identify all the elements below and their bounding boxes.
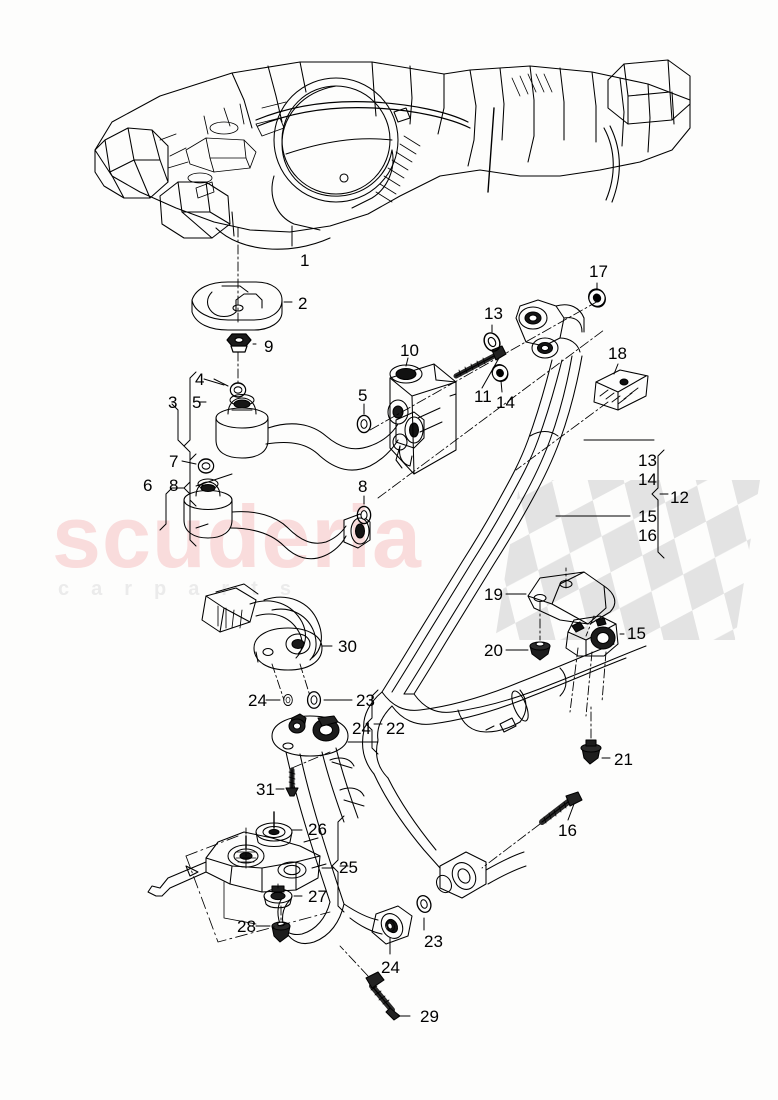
part-15-pipe-clamp <box>565 615 619 657</box>
callout-26: 26 <box>308 820 327 839</box>
callout-14: 14 <box>496 393 515 412</box>
callout-13-left: 13 <box>484 304 503 323</box>
callout-29: 29 <box>420 1007 439 1026</box>
callout-8-right: 8 <box>358 477 368 496</box>
part-1-hvac-housing <box>94 59 691 250</box>
callout-1: 1 <box>300 251 310 270</box>
callout-25: 25 <box>339 858 358 877</box>
part-30-connector-head <box>201 583 323 671</box>
callout-14-group: 14 <box>638 470 657 489</box>
callout-2: 2 <box>298 294 308 313</box>
axis-line-valve <box>369 299 605 499</box>
callout-30: 30 <box>338 637 357 656</box>
part-16-long-screw <box>539 791 583 825</box>
part-2-retaining-clamp <box>191 281 283 331</box>
callout-15-clamp: 15 <box>627 624 646 643</box>
callout-15-group: 15 <box>638 507 657 526</box>
callout-31: 31 <box>256 780 275 799</box>
callout-24-group: 24 <box>352 719 371 738</box>
part-23-seal-bottom <box>414 893 434 915</box>
bracket-12 <box>651 449 665 559</box>
callout-18: 18 <box>608 344 627 363</box>
callout-9: 9 <box>264 337 274 356</box>
part-7-o-ring <box>197 458 215 474</box>
callout-28: 28 <box>237 917 256 936</box>
part-14-washer <box>488 361 512 385</box>
callout-4: 4 <box>195 370 205 389</box>
part-26-grommet <box>255 811 293 848</box>
callout-16-group: 16 <box>638 526 657 545</box>
part-8-lower-hose <box>183 478 371 560</box>
callout-27: 27 <box>308 887 327 906</box>
callout-6: 6 <box>143 476 153 495</box>
callout-10: 10 <box>400 341 419 360</box>
part-5-o-ring-mid <box>356 414 372 434</box>
part-20-grommet <box>529 641 551 661</box>
callout-17: 17 <box>589 262 608 281</box>
callout-16-screw: 16 <box>558 821 577 840</box>
callout-20: 20 <box>484 641 503 660</box>
callout-22: 22 <box>386 719 405 738</box>
bracket-6 <box>159 453 197 547</box>
part-12-refrigerant-line-assembly <box>361 299 647 899</box>
part-5-upper-hose <box>215 393 425 471</box>
part-21-fastener <box>580 739 602 765</box>
part-23-seal <box>306 691 322 709</box>
callout-23-upper: 23 <box>356 691 375 710</box>
part-29-long-bolt <box>365 971 401 1021</box>
part-9-nut <box>226 333 252 353</box>
part-25-retainer-bracket <box>147 831 321 897</box>
bracket-22 <box>365 689 379 755</box>
callout-11: 11 <box>474 387 492 406</box>
part-31-screw <box>285 767 299 797</box>
part-19-mounting-bracket <box>527 571 616 625</box>
callout-23-lower: 23 <box>424 932 443 951</box>
callout-8-left: 8 <box>169 476 179 495</box>
watermark-checkered-flag <box>495 480 760 640</box>
callout-5-mid: 5 <box>358 386 368 405</box>
bracket-25 <box>331 815 345 913</box>
callout-7: 7 <box>169 452 179 471</box>
part-11-bolt <box>453 345 507 379</box>
part-10-expansion-valve <box>387 363 457 475</box>
callout-21: 21 <box>614 750 633 769</box>
part-18-cable-clip <box>593 369 649 411</box>
part-8-o-ring-mid <box>356 505 372 525</box>
callout-5-upper: 5 <box>192 393 202 412</box>
axis-group-25 <box>185 835 331 943</box>
callout-13-group: 13 <box>638 451 657 470</box>
part-27-grommet <box>263 885 293 909</box>
part-24-seal-left <box>283 693 293 707</box>
callout-3: 3 <box>168 393 178 412</box>
callout-24-lower: 24 <box>381 958 400 977</box>
callout-19: 19 <box>484 585 503 604</box>
callout-12: 12 <box>670 488 689 507</box>
callout-24-left: 24 <box>248 691 267 710</box>
